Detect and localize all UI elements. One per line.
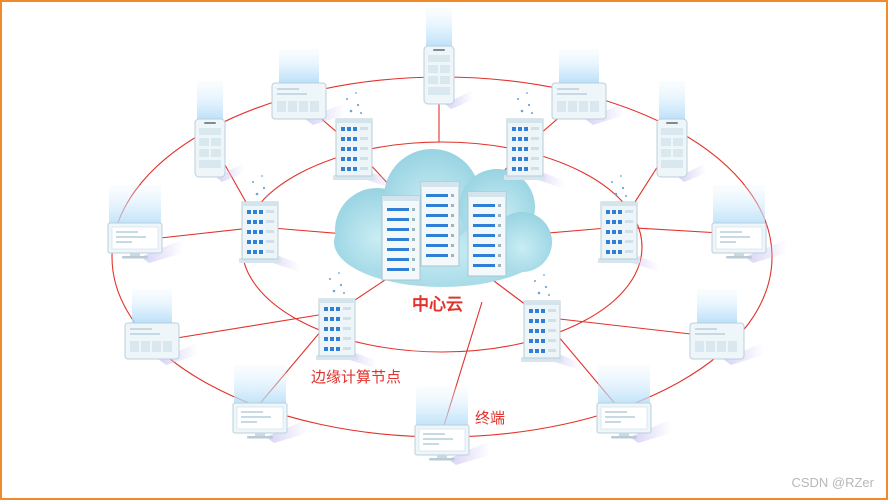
center-cloud-label: 中心云 [412,295,463,315]
server-rack-icon [315,271,378,370]
watermark: CSDN @RZer [791,475,874,490]
server-rack-icon [238,174,301,273]
phone-icon [194,80,245,183]
panel-display-icon [689,288,764,366]
center-cloud [334,149,552,287]
phone-icon [656,80,707,183]
cloud-servers-icon [334,149,552,287]
monitor-icon [596,364,673,444]
monitor-icon [232,364,309,444]
panel-display-icon [124,288,199,366]
monitor-icon [107,184,184,264]
server-rack-icon [597,174,660,273]
phone-icon [423,7,474,110]
terminals-label: 终端 [475,409,506,427]
monitor-icon [711,184,788,264]
panel-display-icon [551,48,626,126]
server-rack-icon [520,273,583,372]
edge-nodes-label: 边缘计算节点 [311,368,402,386]
